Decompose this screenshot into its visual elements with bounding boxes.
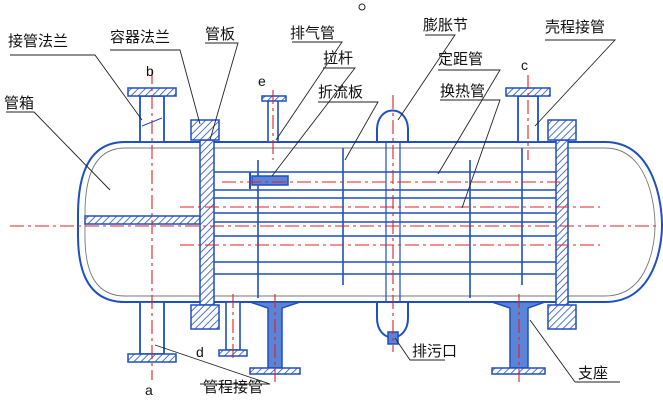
label-nozzle-flange: 接管法兰 — [8, 32, 68, 50]
label-baffle: 折流板 — [318, 83, 363, 101]
label-tube-nozzle: 管程接管 — [203, 378, 263, 396]
shell-body — [76, 141, 663, 303]
baffles — [257, 148, 523, 298]
tube-bundle — [214, 171, 556, 275]
tube-sheet-left — [190, 119, 220, 330]
pass-partition — [84, 215, 201, 225]
label-spacer-tube: 定距管 — [438, 50, 483, 68]
letter-d: d — [196, 344, 204, 360]
vent-e — [261, 95, 287, 143]
centerlines — [10, 70, 660, 382]
tie-rod — [249, 172, 289, 189]
label-heat-tube: 换热管 — [440, 82, 485, 100]
label-tube-sheet: 管板 — [205, 25, 235, 43]
letter-a: a — [145, 382, 153, 398]
label-shell-nozzle: 壳程接管 — [545, 18, 605, 36]
label-vent-pipe: 排气管 — [290, 24, 335, 42]
label-channel-box: 管箱 — [4, 94, 34, 112]
label-support: 支座 — [578, 364, 608, 382]
letter-c: c — [521, 57, 528, 73]
letter-b: b — [146, 63, 154, 79]
label-drain: 排污口 — [412, 342, 457, 360]
leader-lines — [6, 3, 620, 385]
label-tie-rod: 拉杆 — [323, 49, 353, 67]
label-expansion-joint: 膨胀节 — [423, 16, 468, 34]
tube-sheet-right — [547, 119, 577, 330]
letter-e: e — [258, 73, 266, 89]
label-vessel-flange: 容器法兰 — [110, 28, 170, 46]
